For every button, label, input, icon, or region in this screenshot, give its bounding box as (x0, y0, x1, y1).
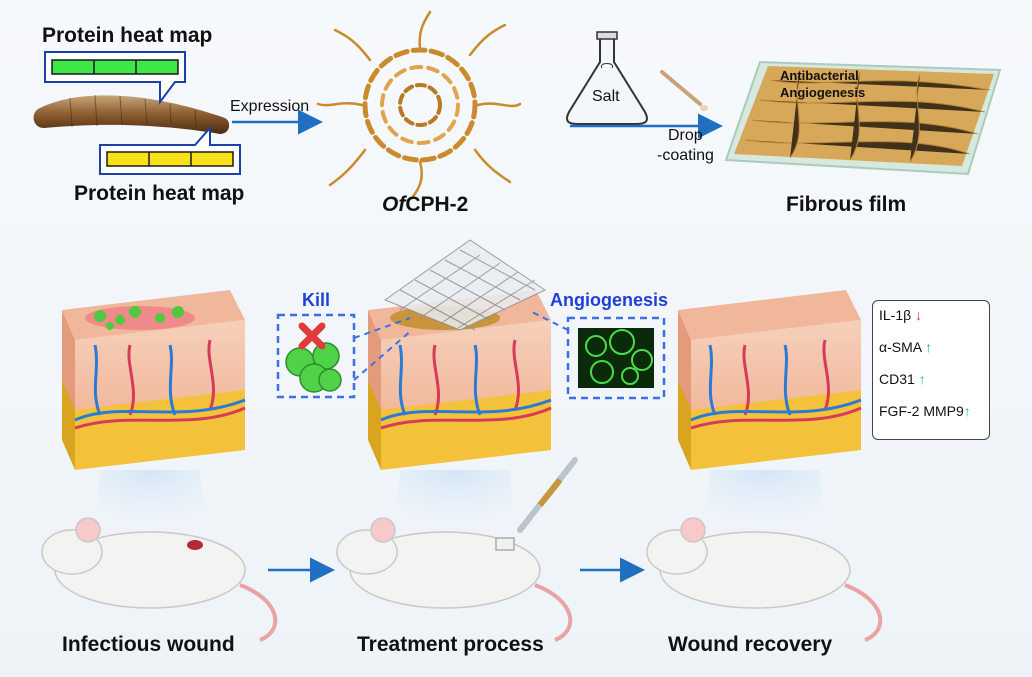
marker-name: FGF-2 MMP9 (879, 403, 964, 419)
stage-label-infectious: Infectious wound (62, 633, 235, 656)
mouse-infectious (41, 517, 278, 642)
fiber-mesh (383, 239, 547, 331)
marker-row: α-SMA ↑ (879, 339, 932, 355)
marker-name: IL-1β (879, 307, 912, 323)
skin-block-treatment (368, 239, 552, 470)
protein-name-rest: CPH-2 (405, 193, 469, 216)
stage-label-recovery: Wound recovery (668, 633, 833, 656)
heatmap-green-callout (44, 51, 186, 105)
angiogenesis-label: Angiogenesis (550, 290, 669, 310)
marker-legend-box: IL-1β ↓ α-SMA ↑ CD31 ↑ FGF-2 MMP9↑ (872, 300, 990, 440)
heatmap-yellow-callout (99, 125, 241, 175)
mouse-recovered (646, 517, 883, 642)
salt-flask (566, 31, 648, 125)
film-label: Fibrous film (786, 193, 907, 216)
trend-up-icon: ↑ (918, 371, 926, 387)
film-text-line2: Angiogenesis (780, 85, 866, 100)
skin-block-recovered (678, 290, 862, 470)
trend-up-icon: ↑ (925, 339, 933, 355)
protein-name-italic: Of (382, 193, 406, 216)
protein-structure (316, 10, 522, 200)
marker-name: CD31 (879, 371, 915, 387)
marker-row: CD31 ↑ (879, 371, 926, 387)
drop-label-line2: -coating (657, 147, 714, 164)
expression-label: Expression (230, 98, 310, 115)
fibrous-film-illustration (724, 60, 1002, 176)
syringe-icon (517, 457, 578, 533)
protein-name: OfCPH-2 (382, 193, 468, 217)
skin-block-infected (62, 290, 246, 470)
marker-row: IL-1β ↓ (879, 307, 922, 323)
trend-down-icon: ↓ (915, 307, 923, 323)
kill-inset (276, 313, 413, 399)
larva-illustration (33, 94, 230, 134)
film-text-line1: Antibacterial (780, 68, 859, 83)
marker-name: α-SMA (879, 339, 922, 355)
angiogenesis-inset (531, 311, 666, 400)
drop-label-line1: Drop (668, 127, 703, 144)
heatmap-top-label: Protein heat map (42, 24, 213, 47)
salt-label: Salt (592, 88, 620, 105)
mouse-treatment (336, 517, 573, 642)
marker-row: FGF-2 MMP9↑ (879, 403, 971, 419)
heatmap-bottom-label: Protein heat map (74, 182, 245, 205)
kill-label: Kill (302, 290, 331, 310)
stage-label-treatment: Treatment process (357, 633, 544, 656)
trend-up-icon: ↑ (963, 403, 971, 419)
pipette-icon (660, 70, 708, 111)
